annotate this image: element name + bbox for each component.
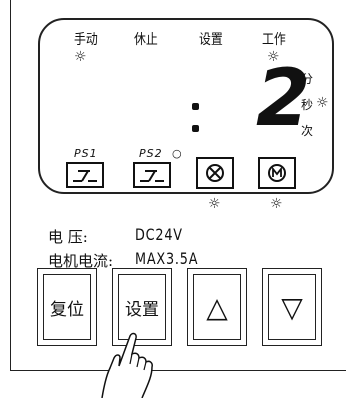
unit-count: 次 — [301, 124, 314, 138]
manual-sun-icon: ☼ — [74, 49, 87, 65]
up-arrow-icon: △ — [206, 290, 228, 324]
unit-minute: 分 — [301, 72, 314, 86]
motor-sun-icon: ☼ — [270, 196, 283, 212]
lamp-sun-icon: ☼ — [208, 196, 221, 212]
panel-border — [10, 0, 346, 371]
set-button[interactable]: 设置 — [112, 268, 172, 346]
second-sun-icon: ☼ — [316, 95, 329, 111]
ps2-indicator-icon: ○ — [172, 147, 182, 160]
mode-rest-label: 休止 — [134, 32, 158, 48]
voltage-label: 电 压: — [48, 228, 88, 246]
down-arrow-icon: ▽ — [281, 290, 303, 324]
working-sun-icon: ☼ — [267, 49, 280, 65]
unit-second: 秒 — [301, 98, 314, 112]
ps2-switch-icon — [133, 162, 171, 188]
up-button[interactable]: △ — [187, 268, 247, 346]
ps2-label: PS2 — [139, 147, 163, 160]
current-value: MAX3.5A — [135, 249, 199, 268]
lamp-icon — [196, 157, 234, 189]
set-button-label: 设置 — [125, 299, 159, 320]
mode-working-label: 工作 — [262, 32, 286, 48]
pointing-hand-icon — [101, 332, 153, 398]
current-label: 电机电流: — [48, 252, 114, 270]
reset-button[interactable]: 复位 — [37, 268, 97, 346]
colon-indicator — [192, 103, 200, 147]
mode-manual-label: 手动 — [74, 32, 98, 48]
voltage-value: DC24V — [135, 225, 183, 244]
ps1-switch-icon — [66, 162, 104, 188]
motor-icon — [258, 157, 296, 189]
display-digit: 2 — [256, 54, 311, 144]
mode-setting-label: 设置 — [199, 32, 223, 48]
reset-button-label: 复位 — [50, 299, 84, 320]
ps1-label: PS1 — [74, 147, 98, 160]
lcd-display — [38, 18, 334, 194]
down-button[interactable]: ▽ — [262, 268, 322, 346]
